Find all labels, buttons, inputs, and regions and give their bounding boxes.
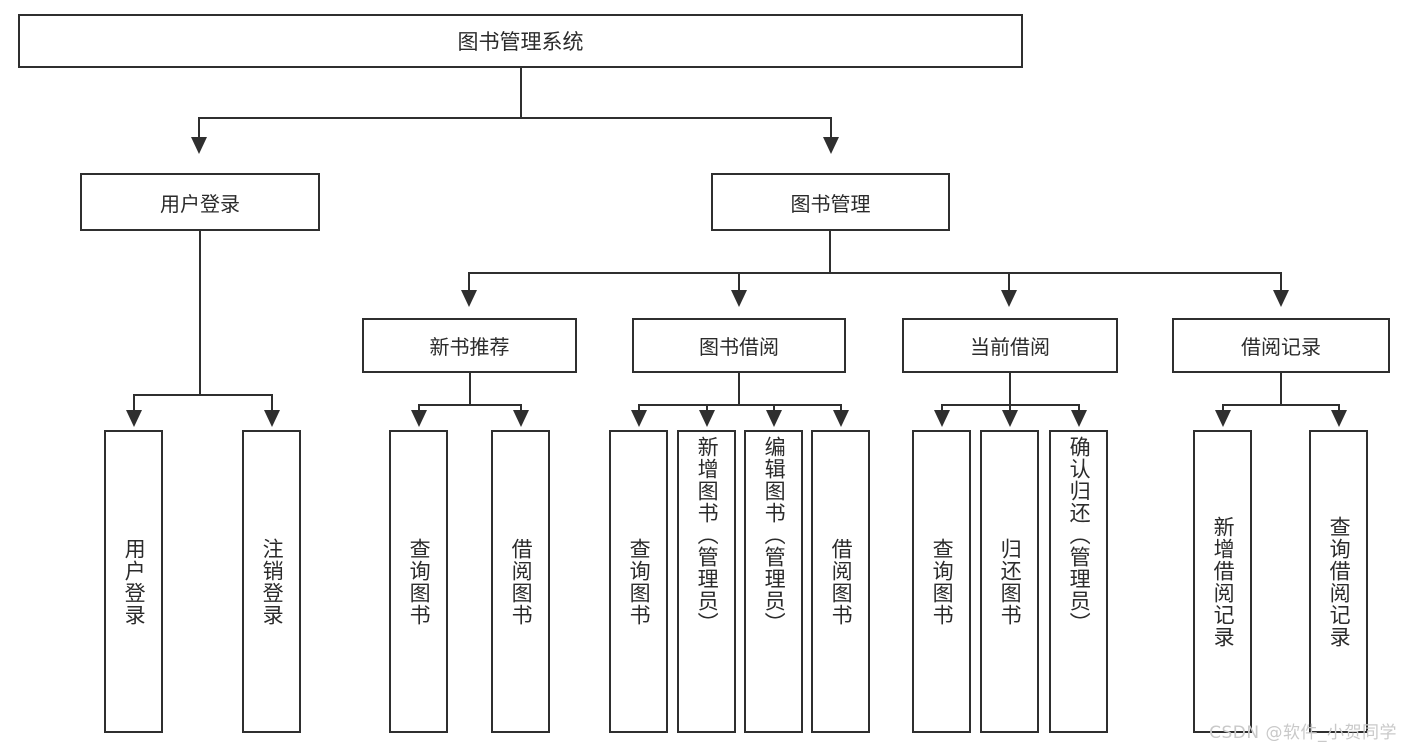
connector-borrowrecord-bar bbox=[1222, 404, 1340, 406]
connector-newbook-stem bbox=[469, 373, 471, 405]
connector-bookmanage-drop-4 bbox=[1280, 272, 1282, 292]
node-book-management[interactable]: 图书管理 bbox=[711, 173, 950, 231]
leaf-label: 注销登录 bbox=[260, 537, 285, 626]
connector-currentborrow-drop-1 bbox=[941, 404, 943, 412]
arrow-to-leaf-current-confirm bbox=[1071, 410, 1087, 427]
arrow-to-book-borrow bbox=[731, 290, 747, 307]
node-book-borrow[interactable]: 图书借阅 bbox=[632, 318, 846, 373]
arrow-to-current-borrow bbox=[1001, 290, 1017, 307]
connector-bookborrow-drop-3 bbox=[773, 404, 775, 412]
arrow-to-leaf-newbook-borrow bbox=[513, 410, 529, 427]
connector-borrowrecord-stem bbox=[1280, 373, 1282, 405]
node-root-system[interactable]: 图书管理系统 bbox=[18, 14, 1023, 68]
leaf-borrow-edit-book[interactable]: 编辑图书（管理员） bbox=[744, 430, 803, 733]
connector-bookmanage-drop-3 bbox=[1008, 272, 1010, 292]
connector-bookmanage-stem bbox=[829, 231, 831, 273]
connector-currentborrow-stem bbox=[1009, 373, 1011, 405]
node-label: 图书管理 bbox=[790, 191, 871, 216]
node-new-book-recommend[interactable]: 新书推荐 bbox=[362, 318, 577, 373]
connector-userlogin-bar bbox=[133, 394, 271, 396]
node-label: 用户登录 bbox=[160, 191, 240, 216]
leaf-label: 查询图书 bbox=[627, 537, 652, 626]
connector-borrowrecord-drop-1 bbox=[1222, 404, 1224, 412]
leaf-user-logout[interactable]: 注销登录 bbox=[242, 430, 301, 733]
connector-userlogin-drop-1 bbox=[133, 394, 135, 412]
leaf-label: 查询图书 bbox=[407, 537, 432, 626]
arrow-to-leaf-borrow-add bbox=[699, 410, 715, 427]
leaf-current-query-book[interactable]: 查询图书 bbox=[912, 430, 971, 733]
connector-bookborrow-stem bbox=[738, 373, 740, 405]
arrow-to-leaf-newbook-query bbox=[411, 410, 427, 427]
node-label: 新书推荐 bbox=[429, 335, 510, 359]
node-label: 借阅记录 bbox=[1241, 335, 1321, 359]
arrow-to-leaf-borrow-edit bbox=[766, 410, 782, 427]
node-user-login[interactable]: 用户登录 bbox=[80, 173, 320, 231]
connector-root-drop-left bbox=[198, 117, 200, 139]
leaf-label: 新增图书（管理员） bbox=[695, 436, 720, 634]
arrow-to-leaf-record-add bbox=[1215, 410, 1231, 427]
connector-newbook-bar bbox=[418, 404, 522, 406]
leaf-newbook-borrow-book[interactable]: 借阅图书 bbox=[491, 430, 550, 733]
arrow-to-borrow-record bbox=[1273, 290, 1289, 307]
connector-userlogin-stem bbox=[199, 231, 201, 395]
arrow-to-leaf-current-return bbox=[1002, 410, 1018, 427]
arrow-to-leaf-borrow-lend bbox=[833, 410, 849, 427]
leaf-label: 借阅图书 bbox=[509, 537, 534, 626]
connector-root-bar bbox=[198, 117, 832, 119]
connector-bookborrow-drop-2 bbox=[706, 404, 708, 412]
leaf-label: 归还图书 bbox=[998, 537, 1023, 626]
connector-bookmanage-bar bbox=[468, 272, 1282, 274]
node-label: 图书借阅 bbox=[699, 335, 779, 359]
node-label: 当前借阅 bbox=[970, 335, 1050, 359]
connector-userlogin-drop-2 bbox=[271, 394, 273, 412]
connector-root-drop-right bbox=[830, 117, 832, 139]
connector-newbook-drop-1 bbox=[418, 404, 420, 412]
connector-currentborrow-drop-3 bbox=[1078, 404, 1080, 412]
node-current-borrow[interactable]: 当前借阅 bbox=[902, 318, 1118, 373]
leaf-current-confirm-return[interactable]: 确认归还（管理员） bbox=[1049, 430, 1108, 733]
arrow-to-leaf-record-query bbox=[1331, 410, 1347, 427]
leaf-record-query[interactable]: 查询借阅记录 bbox=[1309, 430, 1368, 733]
leaf-borrow-lend-book[interactable]: 借阅图书 bbox=[811, 430, 870, 733]
leaf-current-return-book[interactable]: 归还图书 bbox=[980, 430, 1039, 733]
arrow-to-leaf-user-logout bbox=[264, 410, 280, 427]
connector-bookborrow-drop-1 bbox=[638, 404, 640, 412]
arrow-to-leaf-borrow-query bbox=[631, 410, 647, 427]
arrow-to-user-login bbox=[191, 137, 207, 154]
arrow-to-book-manage bbox=[823, 137, 839, 154]
node-borrow-record[interactable]: 借阅记录 bbox=[1172, 318, 1390, 373]
leaf-label: 编辑图书（管理员） bbox=[762, 436, 787, 634]
arrow-to-leaf-current-query bbox=[934, 410, 950, 427]
leaf-record-add[interactable]: 新增借阅记录 bbox=[1193, 430, 1252, 733]
leaf-label: 新增借阅记录 bbox=[1211, 515, 1236, 648]
leaf-borrow-add-book[interactable]: 新增图书（管理员） bbox=[677, 430, 736, 733]
leaf-label: 查询图书 bbox=[930, 537, 955, 626]
connector-bookmanage-drop-2 bbox=[738, 272, 740, 292]
arrow-to-leaf-user-login bbox=[126, 410, 142, 427]
leaf-label: 借阅图书 bbox=[829, 537, 854, 626]
leaf-newbook-query-book[interactable]: 查询图书 bbox=[389, 430, 448, 733]
connector-bookborrow-bar bbox=[638, 404, 842, 406]
leaf-label: 确认归还（管理员） bbox=[1067, 436, 1092, 634]
leaf-borrow-query-book[interactable]: 查询图书 bbox=[609, 430, 668, 733]
leaf-label: 用户登录 bbox=[122, 537, 147, 626]
connector-bookborrow-drop-4 bbox=[840, 404, 842, 412]
leaf-label: 查询借阅记录 bbox=[1327, 515, 1352, 648]
node-label: 图书管理系统 bbox=[457, 30, 584, 54]
connector-bookmanage-drop-1 bbox=[468, 272, 470, 292]
connector-currentborrow-drop-2 bbox=[1009, 404, 1011, 412]
arrow-to-new-book-recommend bbox=[461, 290, 477, 307]
connector-borrowrecord-drop-2 bbox=[1338, 404, 1340, 412]
connector-root-stem bbox=[520, 68, 522, 118]
connector-newbook-drop-2 bbox=[520, 404, 522, 412]
leaf-user-login[interactable]: 用户登录 bbox=[104, 430, 163, 733]
